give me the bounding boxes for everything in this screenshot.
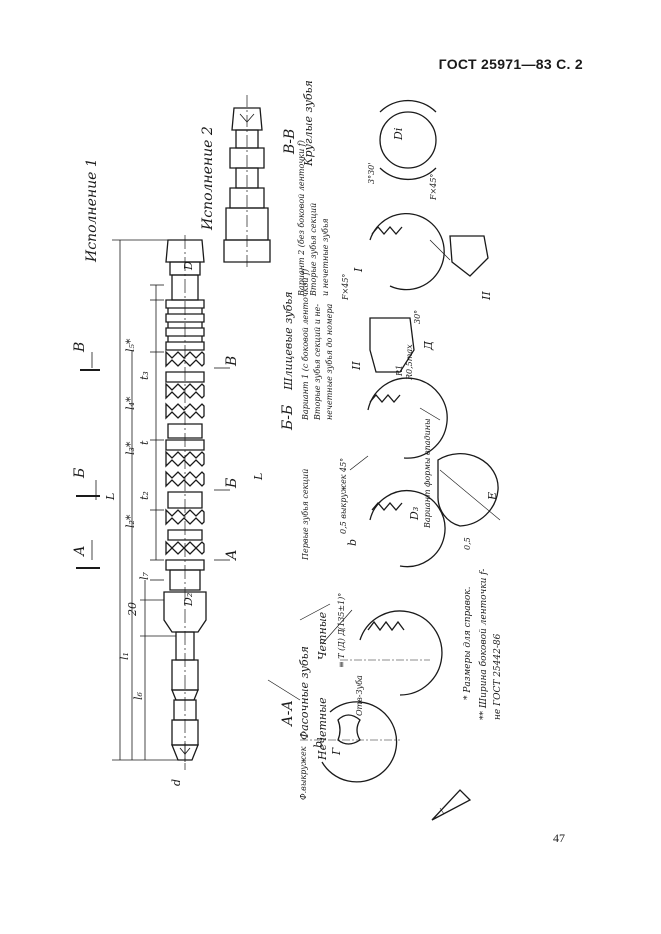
- section-aa-odd: [300, 701, 400, 783]
- section-label-bb: Б-Б: [280, 405, 296, 431]
- aa-odd: Нечетные: [316, 697, 329, 761]
- groove-variant-label: Вариант формы впадины: [423, 418, 432, 529]
- aa-even: Четные: [316, 611, 329, 660]
- bb-title: Шлицевые зубья: [282, 291, 295, 391]
- bb-variant2: Вариант 2 (без боковой ленточки f): [297, 140, 306, 297]
- angle-big: (135±1)°: [337, 593, 346, 630]
- detail-i: I: [352, 267, 365, 273]
- bb-variant2-note: Вторые зубья секций: [309, 203, 318, 297]
- aa-title: Фасочные зубья: [298, 646, 311, 740]
- label-execution-1: Исполнение 1: [84, 158, 100, 263]
- cut-mark-b-right: Б: [224, 478, 240, 489]
- detail-ii-2: II: [480, 291, 493, 301]
- tooth-thick-label: Ф.выкружек: [299, 746, 308, 800]
- section-label-vv: В-В: [282, 129, 298, 155]
- page-number: 47: [553, 831, 565, 845]
- cut-mark-a-right: А: [224, 549, 240, 561]
- cut-mark-b-left: Б: [72, 468, 88, 479]
- r05-label: R0,5max: [405, 344, 414, 381]
- r1-label: R1: [395, 365, 404, 377]
- section-label-aa: А-А: [280, 700, 296, 727]
- detail-g: Г: [330, 747, 343, 756]
- groove-label: 0,5 выкружек: [339, 474, 348, 534]
- r05b-label: 0,5: [463, 537, 472, 550]
- dim-l1: l₁: [118, 652, 131, 660]
- footnote-1: * Размеры для справок.: [463, 586, 473, 700]
- angle-45: 45°: [339, 458, 348, 473]
- broach-execution-2: [223, 95, 271, 270]
- groove-variant: [437, 453, 501, 527]
- dim-Di: Di: [392, 128, 405, 141]
- dim-t3: t₃: [138, 371, 151, 380]
- angle-30: 30°: [413, 310, 422, 324]
- detail-ii: II: [350, 361, 363, 371]
- dim-D: D: [182, 261, 195, 271]
- section-bb-first: [369, 490, 446, 568]
- dim-l2: l₂*: [124, 514, 137, 528]
- section-vv: [379, 99, 437, 181]
- rotated-labels: Исполнение 1 Исполнение 2 В В Б Б А А L …: [72, 80, 503, 800]
- dim-D2: D₂: [182, 593, 195, 607]
- bb-variant1-note2: нечетные зубья до номера: [325, 304, 334, 420]
- section-bb-detail-ii: [369, 317, 415, 373]
- dim-L: L: [104, 493, 117, 501]
- dim-D3: D₃: [408, 507, 421, 521]
- bb-variant1: Вариант 1 (с боковой ленточкой f): [301, 269, 310, 421]
- dim-l6: l₆: [132, 691, 145, 700]
- detail-e: Е: [486, 492, 499, 501]
- otv-zuba: Отв-Зуба: [355, 675, 364, 716]
- dim-l7: l₇: [138, 571, 151, 580]
- dim-l4: l₄*: [124, 396, 137, 410]
- dim-b1: b₁: [312, 737, 325, 748]
- dim-L-2: L: [252, 473, 265, 481]
- angle-3: 3°30': [367, 163, 376, 184]
- vv-title: Круглые зубья: [302, 80, 315, 167]
- document-header: ГОСТ 25971—83 С. 2: [438, 56, 583, 72]
- dim-d: d: [170, 779, 183, 786]
- dim-l5: l₅*: [124, 338, 137, 352]
- section-bb-variant2: [369, 213, 489, 291]
- dim-l3: l₃*: [124, 441, 137, 455]
- bb-first-teeth: Первые зубья секций: [301, 469, 310, 561]
- tolerance-frame: ≡ T (Д) Д: [337, 629, 346, 668]
- cut-mark-v-right: В: [224, 356, 240, 367]
- dim-20: 20: [126, 602, 139, 617]
- dim-t2: t₂: [138, 491, 151, 500]
- cut-mark-a-left: А: [72, 545, 88, 557]
- bb-variant1-note: Вторые зубья секций и не-: [313, 304, 322, 421]
- footnote-2: ** Ширина боковой ленточки f-: [478, 569, 489, 720]
- f-chamfer-label: F×45°: [429, 174, 438, 201]
- detail-d: Д: [422, 340, 435, 351]
- broach-body: [163, 235, 207, 770]
- section-bb-variant1: [367, 377, 448, 459]
- dim-t: t: [138, 440, 151, 445]
- cut-mark-v-left: В: [72, 342, 88, 353]
- f-chamfer-label-2: F×45°: [341, 274, 350, 301]
- footnote-3: не ГОСТ 25442-86: [493, 633, 503, 720]
- dim-b: b: [346, 539, 359, 546]
- label-execution-2: Исполнение 2: [200, 126, 216, 231]
- dimension-lines: [76, 239, 230, 761]
- section-aa-even: [340, 610, 443, 696]
- bb-variant2-note2: и нечетные зубья: [321, 218, 330, 296]
- detail-gg: [431, 789, 472, 821]
